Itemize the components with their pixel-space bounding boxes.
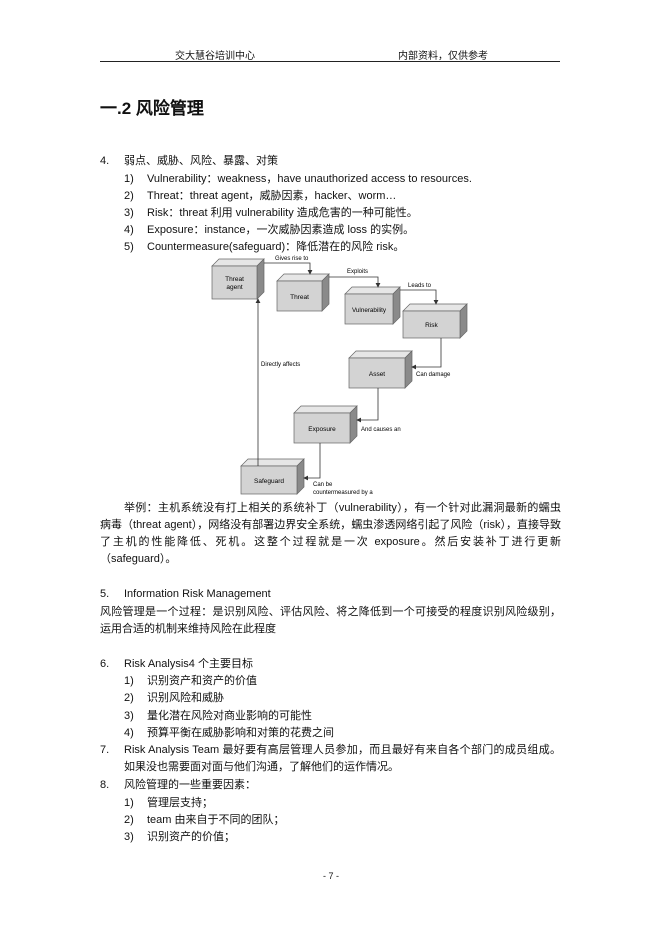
item-4-title: 弱点、威胁、风险、暴露、对策 — [124, 155, 278, 167]
item-8-sub-number: 1) — [124, 797, 134, 809]
item-6-sub-text: 识别资产和资产的价值 — [147, 675, 257, 687]
diagram-label: Threat — [290, 294, 309, 301]
item-5-number: 5. — [100, 588, 110, 600]
item-6-sub-number: 4) — [124, 727, 134, 739]
item-8-sub-number: 3) — [124, 831, 134, 843]
diagram-label: Safeguard — [254, 478, 284, 485]
example-paragraph: 举例：主机系统没有打上相关的系统补丁（vulnerability），有一个针对此… — [100, 502, 561, 565]
diagram-box-exposure: Exposure — [293, 405, 358, 444]
item-4-sub-text: Risk：threat 利用 vulnerability 造成危害的一种可能性。 — [147, 207, 418, 219]
diagram-box-threat: Threat — [276, 273, 330, 312]
item-4-sub-text: Vulnerability：weakness，have unauthorized… — [147, 173, 472, 185]
diagram-label: Risk — [425, 322, 438, 329]
diagram-edge-label: Leads to — [408, 283, 432, 289]
diagram-label: Asset — [369, 371, 385, 378]
item-7-number: 7. — [100, 744, 110, 756]
header-rule — [100, 61, 560, 62]
item-6-sub-text: 量化潜在风险对商业影响的可能性 — [147, 710, 312, 722]
item-6-sub-text: 识别风险和威胁 — [147, 692, 224, 704]
diagram-box-risk: Risk — [402, 303, 468, 339]
item-5-paragraph: 风险管理是一个过程：是识别风险、评估风险、将之降低到一个可接受的程度识别风险级别… — [100, 606, 561, 635]
item-4-sub-number: 5) — [124, 241, 134, 253]
risk-relationship-diagram: Threat agent Threat Vulnerability Risk — [211, 256, 468, 496]
diagram-label: Threat — [225, 276, 244, 283]
item-6-sub-text: 预算平衡在威胁影响和对策的花费之间 — [147, 727, 334, 739]
item-8-sub-text: team 由来自于不同的团队； — [147, 814, 285, 826]
diagram-label: agent — [226, 284, 242, 291]
header-right: 内部资料，仅供参考 — [398, 51, 488, 62]
section-title: 一.2 风险管理 — [100, 99, 204, 118]
item-6-title: Risk Analysis4 个主要目标 — [124, 658, 253, 670]
item-4-sub-number: 1) — [124, 173, 134, 185]
item-6-sub-number: 3) — [124, 710, 134, 722]
diagram-connectors — [255, 262, 442, 481]
diagram-edge-label: countermeasured by a — [313, 490, 373, 496]
item-5-title: Information Risk Management — [124, 588, 271, 600]
diagram-box-safeguard: Safeguard — [240, 458, 305, 495]
diagram-label: Exposure — [308, 426, 336, 433]
diagram-edge-label: Can damage — [416, 372, 451, 378]
item-8-sub-text: 管理层支持； — [147, 797, 213, 809]
item-8-sub-number: 2) — [124, 814, 134, 826]
item-4-sub-text: Threat：threat agent，威胁因素，hacker、worm… — [147, 190, 397, 202]
item-4-sub-text: Exposure：instance，一次威胁因素造成 loss 的实例。 — [147, 224, 415, 236]
page-number: - 7 - — [322, 871, 339, 881]
item-6-sub-number: 1) — [124, 675, 134, 687]
diagram-box-asset: Asset — [348, 350, 413, 389]
diagram-box-threat-agent: Threat agent — [211, 258, 265, 300]
item-6-number: 6. — [100, 658, 110, 670]
item-8-title: 风险管理的一些重要因素： — [124, 779, 256, 791]
item-8-sub-text: 识别资产的价值； — [147, 831, 235, 843]
diagram-edge-label: And causes an — [361, 427, 401, 433]
item-4-sub-text: Countermeasure(safeguard)：降低潜在的风险 risk。 — [147, 241, 405, 253]
diagram-edge-label: Can be — [313, 482, 333, 488]
item-4-number: 4. — [100, 155, 110, 167]
item-6-sub-number: 2) — [124, 692, 134, 704]
item-8-number: 8. — [100, 779, 110, 791]
header-left: 交大慧谷培训中心 — [175, 51, 255, 62]
diagram-edge-label: Directly affects — [261, 362, 300, 368]
diagram-box-vulnerability: Vulnerability — [344, 286, 401, 325]
item-4-sub-number: 2) — [124, 190, 134, 202]
diagram-edge-label: Exploits — [347, 269, 368, 275]
diagram-label: Vulnerability — [352, 307, 387, 314]
item-7-text: Risk Analysis Team 最好要有高层管理人员参加，而且最好有来自各… — [124, 744, 561, 773]
item-4-sub-number: 3) — [124, 207, 134, 219]
item-4-sub-number: 4) — [124, 224, 134, 236]
diagram-edge-label: Gives rise to — [275, 256, 309, 262]
